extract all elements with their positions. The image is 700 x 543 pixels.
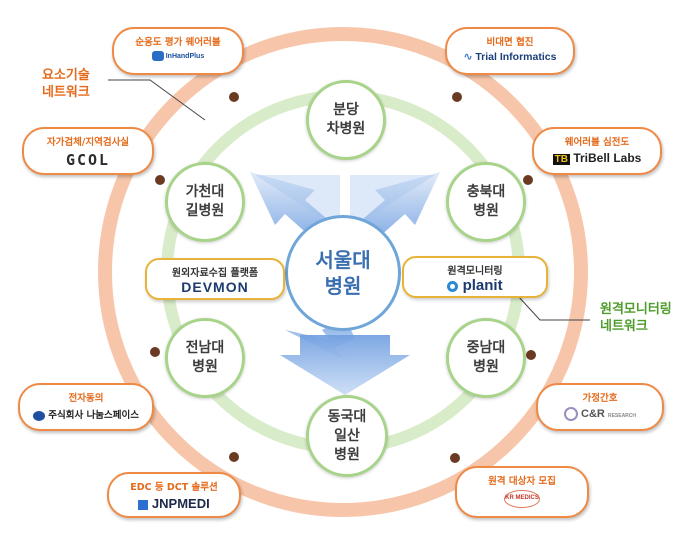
arrow-up-left-fan: [255, 175, 340, 230]
partner-logo-text: C&R: [581, 407, 605, 420]
partner-jnpmedi: EDC 등 DCT 솔루션 JNPMEDI: [107, 472, 241, 518]
cnr-icon: [563, 407, 578, 421]
ring-dot: [526, 350, 536, 360]
partner-caption: 비대면 협진: [486, 37, 534, 48]
platform-devmon: 원외자료수집 플랫폼 DEVMON: [145, 258, 285, 300]
tribell-icon: TB: [552, 154, 570, 165]
jnpmedi-logo: JNPMEDI: [109, 496, 239, 511]
tribell-labs-logo: TB TriBell Labs: [534, 151, 660, 165]
ring-dot: [229, 452, 239, 462]
hospital-name-line: 차병원: [326, 121, 366, 137]
partner-caption: 전자동의: [68, 393, 104, 404]
partner-logo-text: planit: [462, 277, 503, 294]
hospital-name-line: 중남대: [466, 340, 506, 356]
hospital-name-line: 병원: [473, 203, 499, 219]
hospital-name-line: 병원: [473, 359, 499, 375]
partner-logo-text: InHandPlus: [165, 52, 205, 60]
hospital-name-line: 동국대: [327, 408, 367, 425]
partner-logo-text: 주식회사 나눔스페이스: [48, 410, 140, 421]
center-name-line: 서울대: [315, 248, 371, 272]
hospital-name-line: 일산: [334, 427, 360, 444]
partner-caption: 가정간호: [582, 393, 618, 404]
partner-inhandplus: 순응도 평가 웨어러블 InHandPlus: [112, 27, 244, 75]
nanum-space-logo: 주식회사 나눔스페이스: [20, 407, 152, 421]
partner-logo-text: JNPMEDI: [151, 496, 210, 511]
ring-dot: [229, 92, 239, 102]
planit-icon: [447, 280, 459, 292]
partner-logo-text: Trial Informatics: [475, 51, 557, 63]
nanum-icon: [32, 410, 45, 421]
partner-nanum-space: 전자동의 주식회사 나눔스페이스: [18, 383, 154, 431]
pulse-icon: ∿: [463, 51, 473, 63]
devmon-logo: DEVMON: [181, 279, 249, 295]
label-line: 원격모니터링: [600, 302, 672, 317]
arrow-down: [280, 335, 410, 395]
label-line: 네트워크: [600, 319, 648, 334]
ring-dot: [452, 92, 462, 102]
outer-ring: [98, 27, 588, 517]
platform-planit: 원격모니터링 planit: [402, 256, 548, 298]
partner-trial-informatics: 비대면 협진 ∿ Trial Informatics: [445, 27, 575, 75]
platform-caption: 원외자료수집 플랫폼: [171, 268, 259, 279]
center-name-line: 병원: [324, 274, 362, 298]
ring-dot: [150, 347, 160, 357]
remote-monitoring-network-label: 원격모니터링 네트워크: [600, 301, 672, 335]
partner-logo-text: GCOL: [65, 151, 111, 169]
partner-caption: 자가검체/지역검사실: [46, 137, 130, 148]
right-network-leader: [516, 294, 590, 321]
inhandplus-logo: InHandPlus: [114, 51, 242, 61]
hospital-name-line: 가천대: [185, 184, 225, 200]
cnr-logo: C&R RESEARCH: [538, 407, 662, 421]
partner-caption: 순응도 평가 웨어러블: [135, 37, 221, 48]
hospital-name-line: 길병원: [185, 203, 225, 219]
partner-caption: EDC 등 DCT 솔루션: [130, 482, 218, 493]
element-tech-network-label: 요소기술 네트워크: [42, 67, 90, 101]
partner-kr-medics: 원격 대상자 모집 KR MEDICS: [455, 466, 589, 518]
arrow-up-right-fan: [350, 175, 435, 230]
platform-caption: 원격모니터링: [447, 266, 503, 277]
ring-dot: [155, 175, 165, 185]
planit-logo: planit: [404, 277, 546, 294]
label-line: 네트워크: [42, 85, 90, 100]
hospital-name-line: 충북대: [466, 184, 506, 200]
partner-tribell-labs: 웨어러블 심전도 TB TriBell Labs: [532, 127, 662, 175]
partner-logo-subtext: RESEARCH: [607, 412, 637, 419]
label-line: 요소기술: [42, 68, 90, 83]
partner-cnr-research: 가정간호 C&R RESEARCH: [536, 383, 664, 431]
hospital-name-line: 병원: [334, 446, 360, 463]
hospital-name-line: 분당: [333, 102, 359, 118]
partner-caption: 웨어러블 심전도: [564, 137, 630, 148]
partner-logo-text: TriBell Labs: [573, 151, 642, 165]
partner-gcol: 자가검체/지역검사실 GCOL: [22, 127, 154, 175]
hospital-name-line: 전남대: [185, 340, 225, 356]
partner-logo-text: KR MEDICS: [504, 490, 540, 508]
inhandplus-icon: [151, 51, 164, 61]
ring-dot: [523, 175, 533, 185]
partner-caption: 원격 대상자 모집: [488, 476, 556, 487]
ring-dot: [450, 453, 460, 463]
hospital-name-line: 병원: [192, 359, 218, 375]
jnpmedi-icon: [138, 499, 149, 510]
left-network-leader: [108, 79, 206, 121]
kr-medics-logo: KR MEDICS: [457, 490, 587, 508]
trial-informatics-logo: ∿ Trial Informatics: [447, 51, 573, 63]
